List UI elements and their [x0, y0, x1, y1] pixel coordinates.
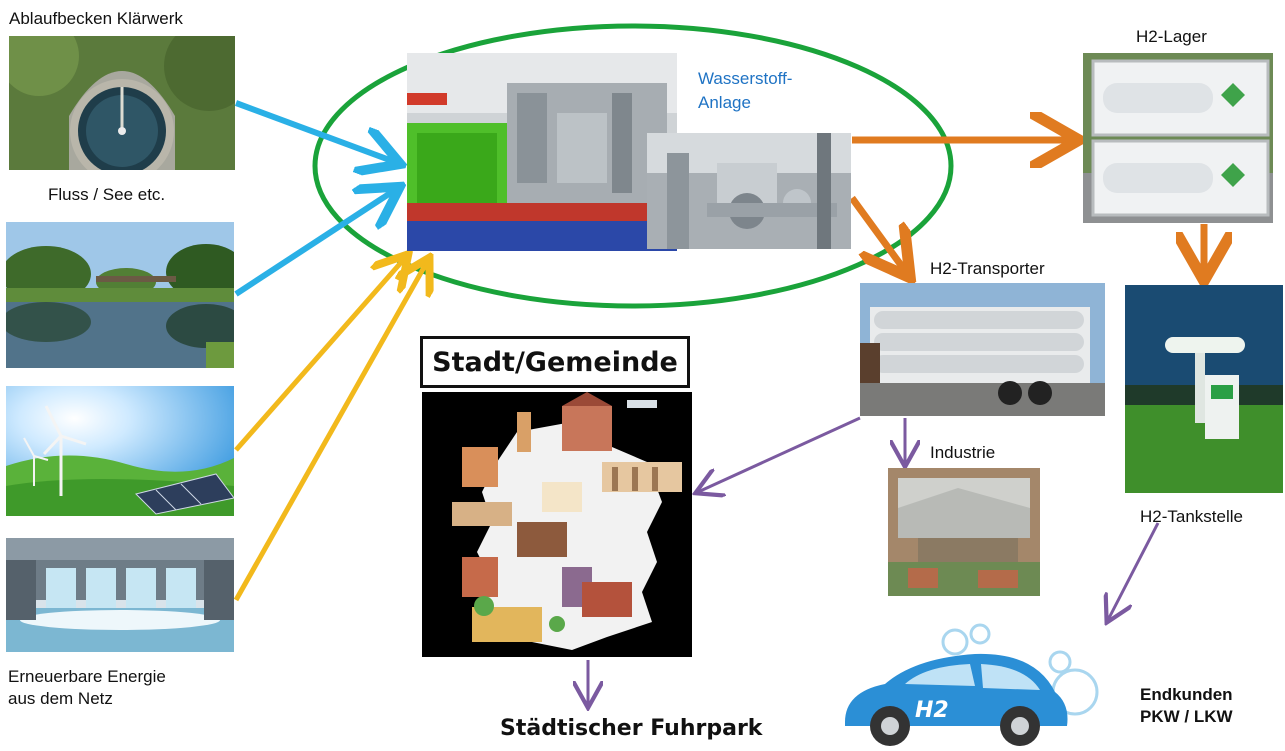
- river-label: Fluss / See etc.: [48, 185, 166, 204]
- customers-label-line1: Endkunden: [1140, 685, 1233, 704]
- plant-ellipse: [312, 23, 954, 309]
- renewable-label-line1: Erneuerbare Energie: [8, 667, 166, 686]
- hydro-dam-photo: [6, 538, 234, 652]
- city-title: Stadt/Gemeinde: [420, 336, 690, 388]
- station-label: H2-Tankstelle: [1140, 507, 1243, 526]
- clarifier-label: Ablaufbecken Klärwerk: [9, 9, 183, 28]
- arrow-renewable-to-plant: [234, 258, 405, 452]
- storage-label: H2-Lager: [1136, 27, 1207, 46]
- hydrogen-plant-photo: [407, 53, 677, 251]
- hydrogen-valves-photo: [647, 133, 851, 249]
- plant-label-line2: Anlage: [698, 93, 751, 112]
- plant-label-line1: Wasserstoff-: [698, 69, 793, 88]
- car-h2-badge: H2: [915, 698, 949, 723]
- arrow-transporter-to-city: [698, 416, 861, 492]
- arrow-river-to-plant: [234, 190, 395, 297]
- river-photo: [6, 222, 234, 368]
- arrow-grid-to-plant: [233, 262, 427, 602]
- renewable-label-line2: aus dem Netz: [8, 689, 113, 708]
- renewable-photo: [6, 386, 234, 516]
- h2-storage-photo: [1083, 53, 1273, 223]
- transporter-label: H2-Transporter: [930, 259, 1045, 278]
- industry-photo: [888, 468, 1040, 596]
- industry-label: Industrie: [930, 443, 996, 462]
- h2-station-photo: [1125, 285, 1283, 493]
- clarifier-photo: [9, 36, 235, 170]
- h2-transporter-photo: [860, 283, 1105, 416]
- city-map-image: [422, 392, 692, 657]
- h2-car-image: H2: [835, 622, 1105, 751]
- arrow-station-to-customers: [1108, 522, 1160, 620]
- arrow-clarifier-to-plant: [234, 100, 395, 162]
- arrow-plant-to-transporter: [849, 195, 906, 272]
- fleet-label: Städtischer Fuhrpark: [500, 716, 763, 741]
- customers-label-line2: PKW / LKW: [1140, 707, 1233, 726]
